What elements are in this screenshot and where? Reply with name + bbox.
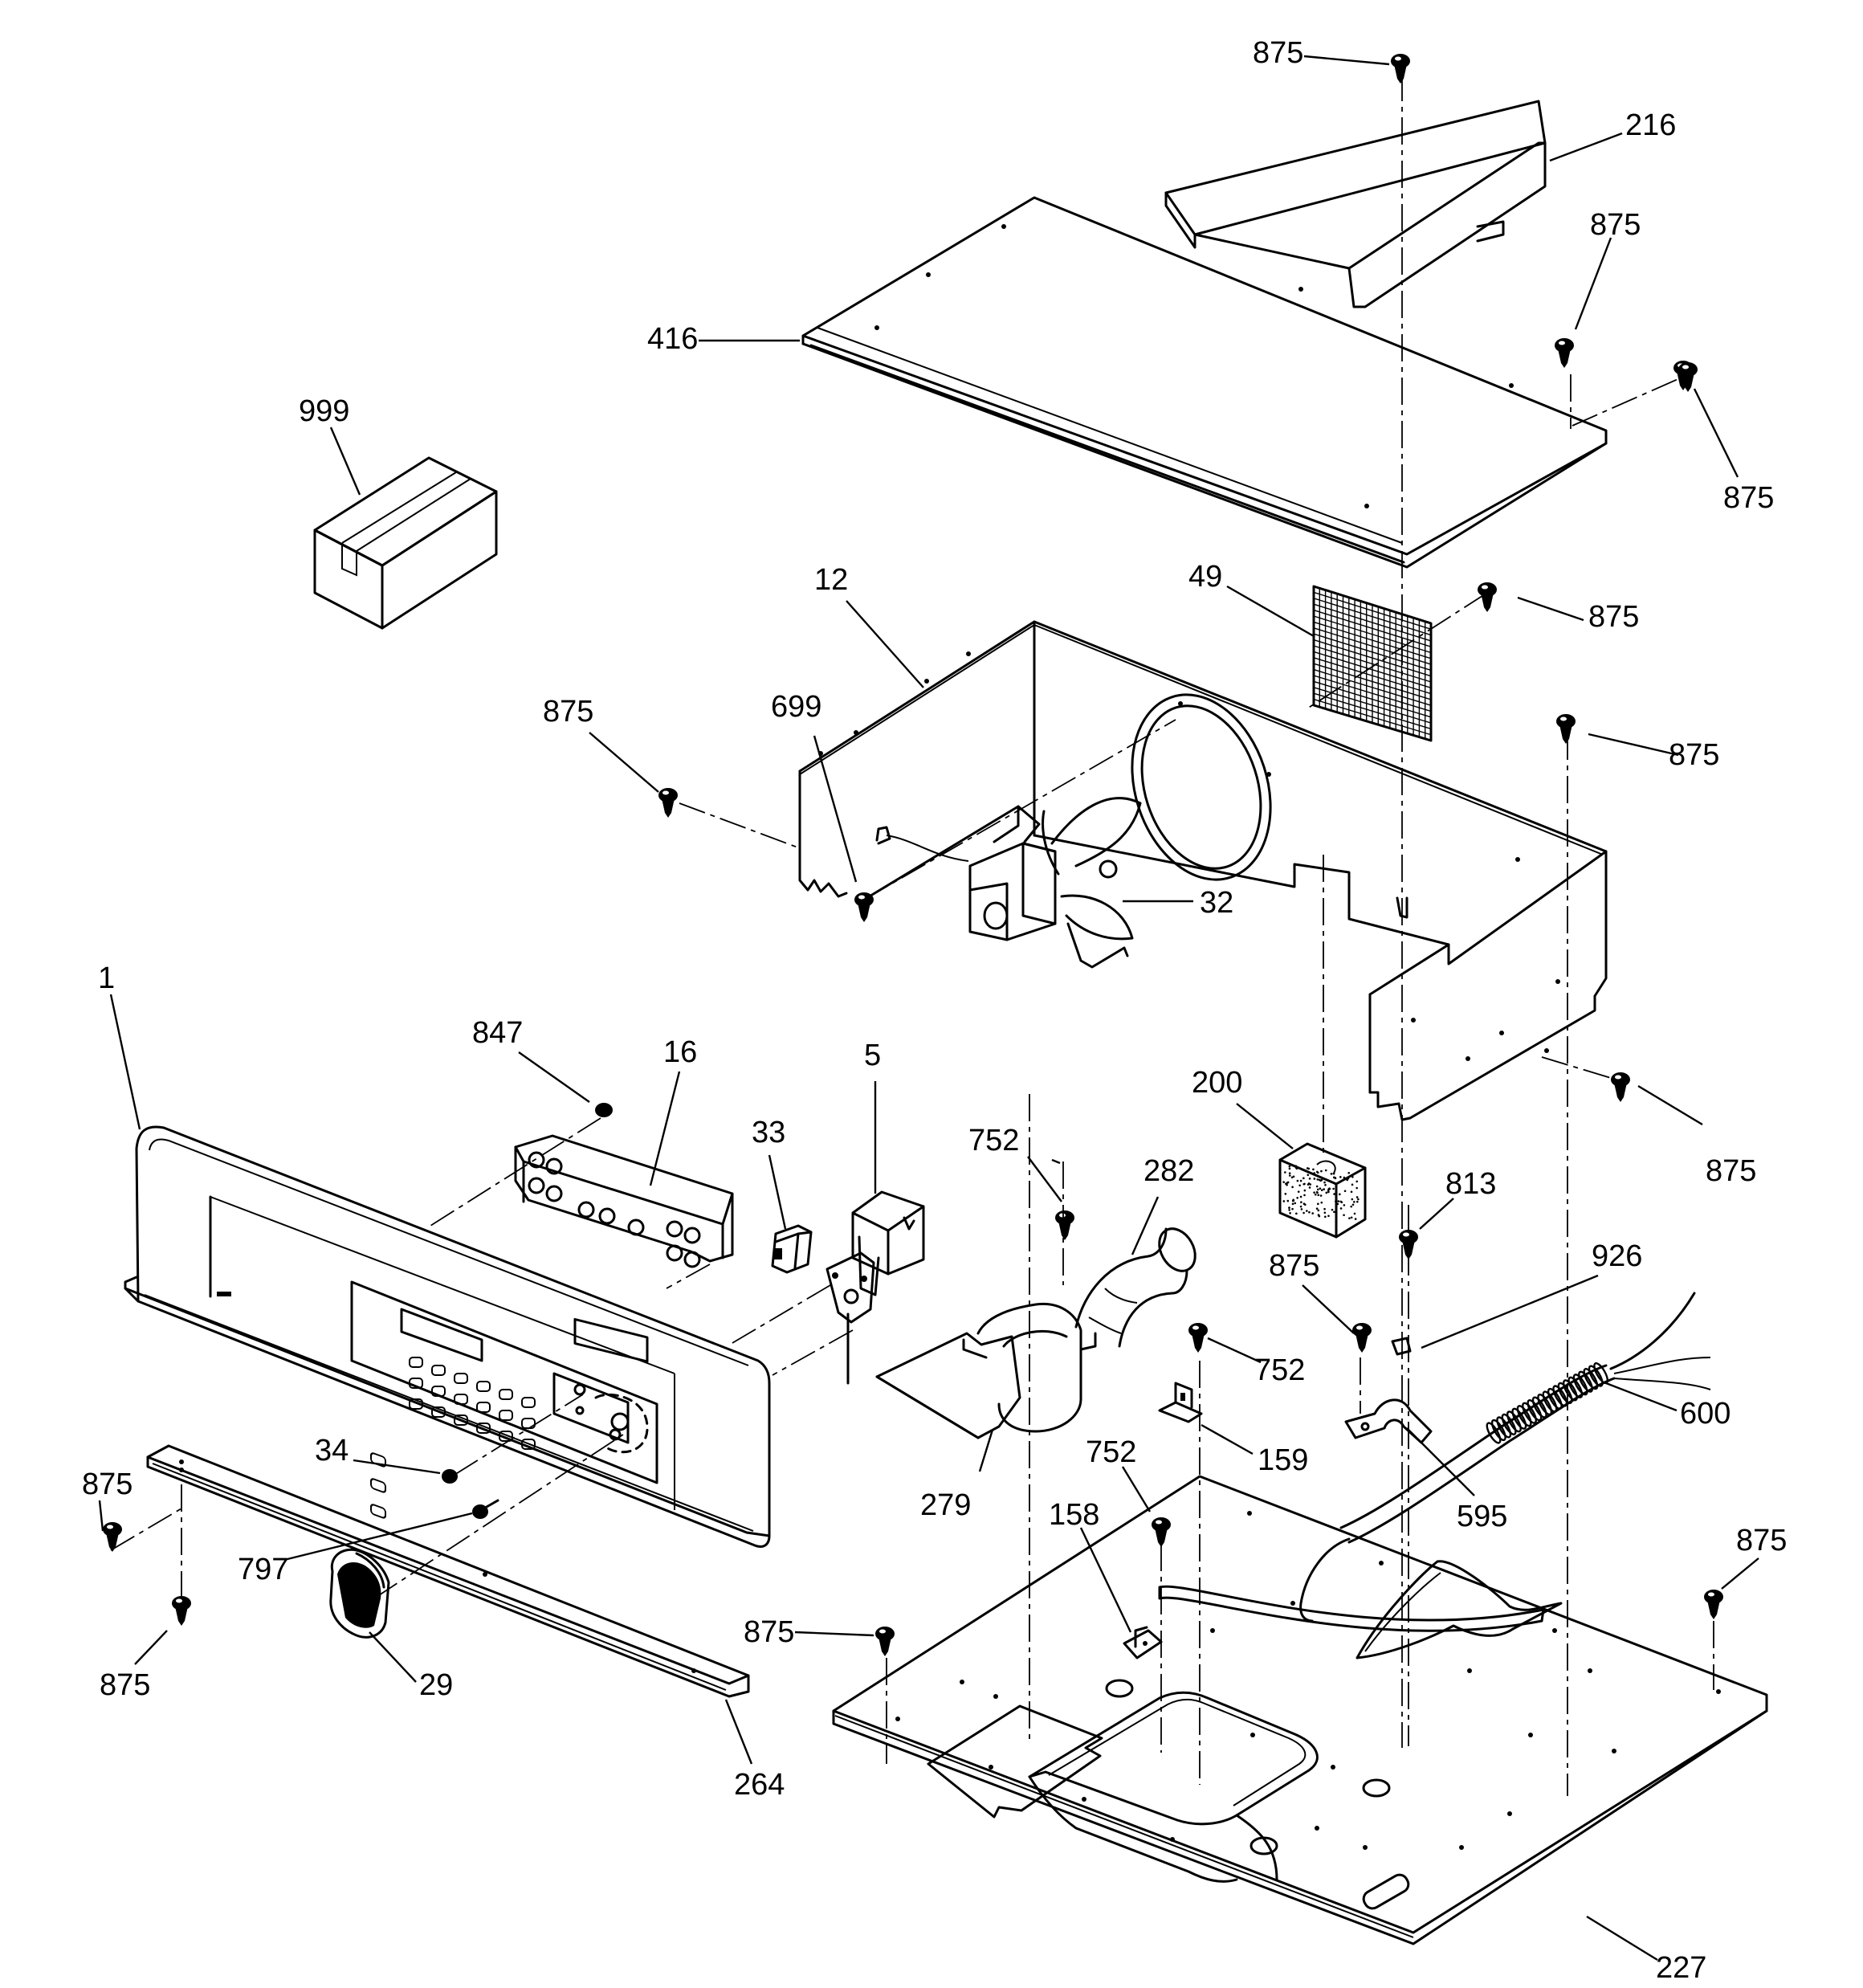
part-999-box xyxy=(313,456,498,630)
part-159-bracket xyxy=(1158,1382,1203,1423)
part-595-clamp xyxy=(1344,1398,1433,1444)
callout-875: 875 xyxy=(1253,36,1303,70)
screw-icon xyxy=(1055,1210,1074,1240)
callout-33: 33 xyxy=(752,1116,785,1149)
callout-282: 282 xyxy=(1143,1154,1194,1188)
part-12-housing xyxy=(798,620,1608,1121)
callout-875: 875 xyxy=(744,1615,794,1649)
callout-926: 926 xyxy=(1592,1239,1642,1273)
screw-icon xyxy=(1678,362,1698,392)
callout-159: 159 xyxy=(1258,1443,1308,1477)
screw-icon xyxy=(1555,338,1574,368)
part-416-top-panel xyxy=(801,196,1608,569)
callout-49: 49 xyxy=(1188,560,1222,594)
callout-279: 279 xyxy=(920,1488,971,1522)
callout-216: 216 xyxy=(1625,108,1676,142)
callout-752: 752 xyxy=(968,1124,1019,1157)
callout-158: 158 xyxy=(1049,1498,1099,1532)
callout-752: 752 xyxy=(1254,1353,1305,1387)
part-16-control-board xyxy=(514,1134,734,1363)
screw-icon xyxy=(1152,1517,1171,1547)
callout-264: 264 xyxy=(734,1768,785,1802)
callout-34: 34 xyxy=(315,1434,349,1468)
screw-icon xyxy=(658,788,678,818)
screw-icon xyxy=(1391,54,1410,84)
callout-227: 227 xyxy=(1656,1951,1706,1985)
part-29-knob xyxy=(329,1548,390,1639)
screw-icon xyxy=(1556,714,1576,744)
callout-999: 999 xyxy=(299,394,349,428)
callout-875: 875 xyxy=(1269,1249,1319,1283)
screw-icon xyxy=(1399,1230,1418,1259)
callout-595: 595 xyxy=(1457,1500,1507,1533)
callout-1: 1 xyxy=(98,961,115,995)
part-926-clip xyxy=(1391,1337,1412,1356)
callout-5: 5 xyxy=(864,1039,881,1072)
callout-32: 32 xyxy=(1200,886,1233,920)
callout-875: 875 xyxy=(100,1668,150,1702)
screw-icon xyxy=(172,1596,191,1626)
part-200-insulation xyxy=(1278,1142,1367,1239)
screw-icon xyxy=(1611,1072,1630,1102)
screw-icon xyxy=(1704,1590,1723,1619)
callout-875: 875 xyxy=(82,1468,132,1501)
callout-875: 875 xyxy=(1723,481,1774,515)
part-216-cover xyxy=(1164,100,1547,308)
callout-600: 600 xyxy=(1680,1397,1731,1431)
part-1-control-panel xyxy=(124,1125,771,1548)
part-847-screw xyxy=(595,1103,613,1117)
screw-icon xyxy=(875,1627,895,1656)
screw-icon xyxy=(854,892,874,922)
part-32-fan-motor xyxy=(862,797,1142,969)
screw-icon xyxy=(1478,582,1497,612)
callout-797: 797 xyxy=(238,1553,288,1586)
callout-29: 29 xyxy=(419,1668,453,1702)
callout-875: 875 xyxy=(543,695,593,729)
callout-752: 752 xyxy=(1086,1435,1136,1469)
callout-847: 847 xyxy=(472,1016,523,1050)
screw-icon xyxy=(1352,1323,1372,1353)
leader-lines xyxy=(98,55,1759,1961)
callout-16: 16 xyxy=(663,1035,697,1069)
part-600-cord xyxy=(1299,1292,1711,1623)
screw-icon xyxy=(103,1522,122,1552)
part-797-screw xyxy=(472,1499,499,1519)
part-227-base xyxy=(832,1475,1768,1945)
callout-875: 875 xyxy=(1588,600,1639,634)
callout-875: 875 xyxy=(1669,738,1719,772)
part-34-plug xyxy=(442,1469,458,1484)
part-282-duct xyxy=(1074,1227,1196,1348)
screw-icon xyxy=(1188,1323,1208,1353)
callout-200: 200 xyxy=(1192,1066,1242,1100)
fastener-screws xyxy=(103,54,1723,1656)
part-33-switch xyxy=(771,1224,813,1274)
callout-699: 699 xyxy=(771,690,821,724)
assembly-centerlines xyxy=(110,74,1714,1796)
callout-12: 12 xyxy=(814,563,848,597)
part-264-trim xyxy=(146,1444,750,1698)
callout-875: 875 xyxy=(1736,1524,1787,1557)
part-49-mesh xyxy=(1312,585,1433,742)
callout-875: 875 xyxy=(1590,208,1641,242)
part-5-lock-motor xyxy=(826,1190,925,1385)
callout-416: 416 xyxy=(647,322,698,356)
part-279-blower-housing xyxy=(875,1302,1097,1439)
callout-813: 813 xyxy=(1445,1167,1496,1201)
callout-875: 875 xyxy=(1706,1154,1756,1188)
callout-labels: 875 216 875 416 875 999 49 875 12 875 69… xyxy=(82,36,1787,1985)
